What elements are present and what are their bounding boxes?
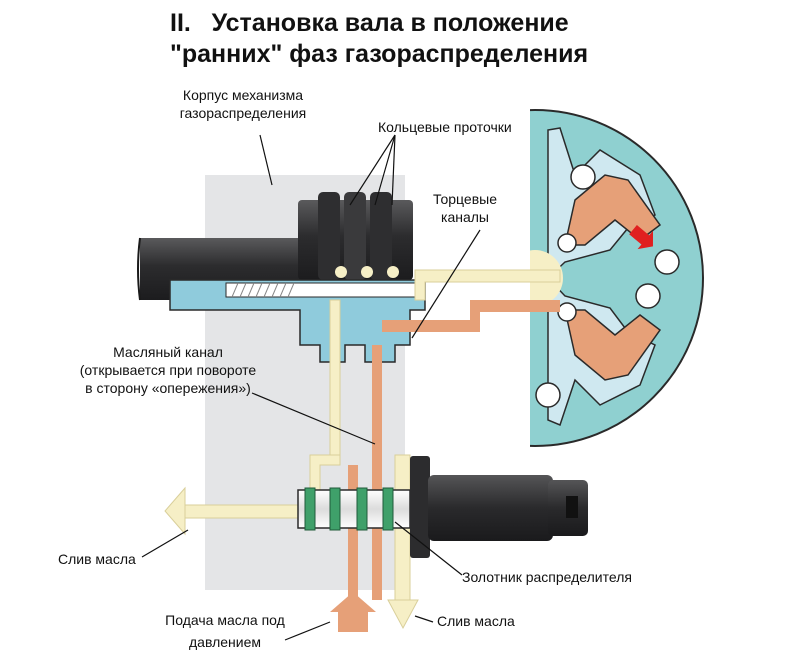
end-channels-label: Торцевые каналы xyxy=(428,190,502,226)
drain-bottom-arrow xyxy=(387,599,419,630)
supply-label-line-1: Подача масла под xyxy=(165,612,285,628)
supply-arrow xyxy=(330,592,376,632)
housing-label: Корпус механизма газораспределения xyxy=(168,86,318,122)
oil-channel-label-line-2: (открывается при повороте xyxy=(79,362,257,378)
spool-label: Золотник распределителя xyxy=(462,569,632,585)
housing-label-line-2: газораспределения xyxy=(179,105,307,121)
drain-left-arrow xyxy=(164,486,186,536)
solenoid xyxy=(410,456,588,558)
supply-label-line-2: давлением xyxy=(189,634,261,650)
oil-channel-label: Масляный канал (открывается при повороте… xyxy=(62,343,274,397)
oil-channel-label-line-1: Масляный канал xyxy=(113,344,223,360)
phaser-rotor xyxy=(530,109,704,447)
supply-label: Подача масла под давлением xyxy=(150,611,300,651)
rotor-bolt-hole xyxy=(654,249,680,275)
rotor-bolt-hole xyxy=(635,283,661,309)
title-line-1: II. Установка вала в положение xyxy=(170,9,569,37)
end-channels-label-line-1: Торцевые xyxy=(433,191,497,207)
leader-lines xyxy=(141,134,481,641)
diagram-title: II. Установка вала в положение "ранних" … xyxy=(170,8,588,70)
annular-grooves-collar xyxy=(298,192,413,280)
threaded-bolt xyxy=(225,282,423,298)
blue-oil-channel xyxy=(169,279,426,363)
drain-bottom-label: Слив масла xyxy=(437,613,515,629)
annular-grooves-label: Кольцевые проточки xyxy=(378,119,512,135)
oil-channel-label-line-3: в сторону «опережения») xyxy=(85,380,251,396)
red-direction-arrow xyxy=(629,225,654,250)
rotor-bolt-hole xyxy=(535,382,561,408)
title-line-2: "ранних" фаз газораспределения xyxy=(170,40,589,68)
drain-left-flow xyxy=(184,504,301,519)
housing-label-line-1: Корпус механизма xyxy=(182,87,304,103)
end-channels-label-line-2: каналы xyxy=(441,209,489,225)
spool-valve xyxy=(297,487,411,531)
drain-left-label: Слив масла xyxy=(58,551,136,567)
rotor-bolt-hole xyxy=(570,164,596,190)
